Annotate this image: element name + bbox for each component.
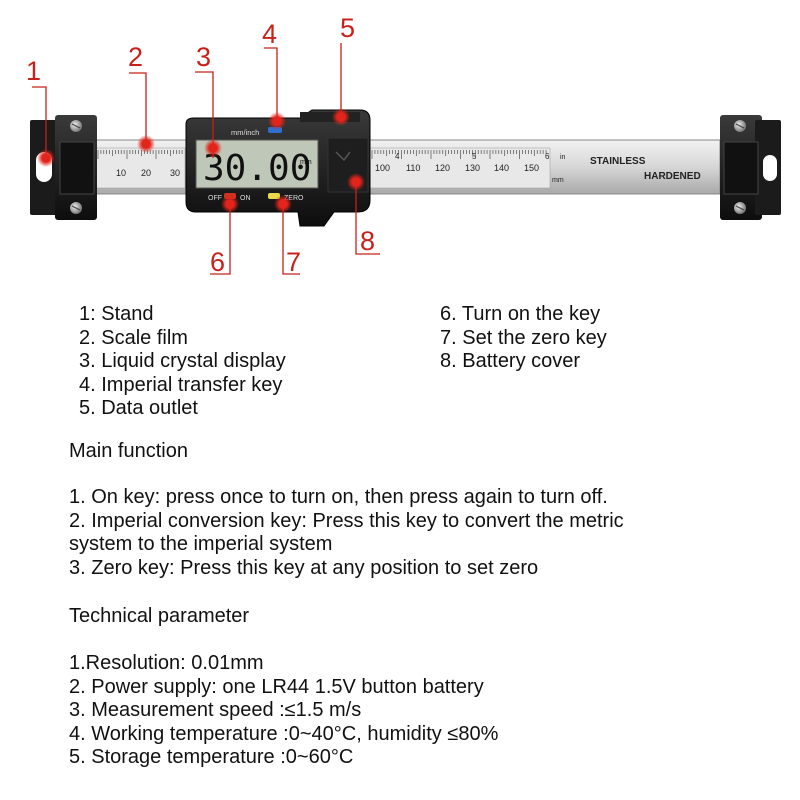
scale-inch-number: 4 xyxy=(395,152,400,161)
scale-number: 10 xyxy=(116,168,126,178)
scale-number: 30 xyxy=(170,168,180,178)
left-stand xyxy=(30,115,97,220)
scale-number: 150 xyxy=(524,163,539,173)
callout-leaders xyxy=(32,43,380,275)
callout-5: 5 xyxy=(340,13,356,43)
callout-7: 7 xyxy=(286,247,302,277)
scale-number: 110 xyxy=(406,163,420,173)
callout-2: 2 xyxy=(128,42,144,72)
scale-number: 20 xyxy=(141,168,151,178)
scale-number: 130 xyxy=(465,163,480,173)
callout-8: 8 xyxy=(360,226,376,256)
callout-3: 3 xyxy=(196,42,212,72)
data-outlet xyxy=(300,112,360,122)
main-function-heading: Main function xyxy=(69,440,188,462)
marker-dot xyxy=(221,195,239,213)
marker-dot xyxy=(274,195,292,213)
scale-unit-in: in xyxy=(560,154,566,161)
marker-dot xyxy=(268,112,286,130)
plate-stainless: STAINLESS xyxy=(590,156,646,167)
part-item: 8. Battery cover xyxy=(440,350,581,372)
part-item: 3. Liquid crystal display xyxy=(79,350,286,372)
technical-line: 3. Measurement speed :≤1.5 m/s xyxy=(69,699,362,721)
scale-number: 100 xyxy=(375,163,390,173)
marker-dot xyxy=(137,135,155,153)
part-item: 1: Stand xyxy=(79,303,154,325)
part-item: 4. Imperial transfer key xyxy=(79,373,283,396)
main-function-line: system to the imperial system xyxy=(69,533,333,555)
lcd-unit: mm xyxy=(300,159,312,166)
technical-line: 1.Resolution: 0.01mm xyxy=(69,652,264,674)
part-item: 5. Data outlet xyxy=(79,397,198,419)
caliper-diagram: 10 20 30 100 110 120 130 140 150 4 5 6 i… xyxy=(0,0,800,290)
lcd-reading: 30.00 xyxy=(203,148,311,189)
callout-1: 1 xyxy=(26,56,42,86)
technical-line: 4. Working temperature :0~40°C, humidity… xyxy=(69,722,499,745)
technical-heading: Technical parameter xyxy=(69,605,250,627)
right-stand xyxy=(720,115,781,220)
marker-dot xyxy=(332,108,350,126)
parts-list-right: 6. Turn on the key 7. Set the zero key 8… xyxy=(440,303,607,374)
main-function-line: 1. On key: press once to turn on, then p… xyxy=(69,486,608,508)
part-item: 2. Scale film xyxy=(79,326,188,349)
on-label: ON xyxy=(240,195,251,202)
callout-markers xyxy=(37,108,365,213)
marker-dot xyxy=(37,149,55,167)
main-function-line: 2. Imperial conversion key: Press this k… xyxy=(69,509,624,532)
part-item: 7. Set the zero key xyxy=(440,326,607,349)
scale-film-left xyxy=(94,147,186,189)
technical-line: 2. Power supply: one LR44 1.5V button ba… xyxy=(69,675,484,698)
scale-film-right xyxy=(369,147,551,189)
parts-list-left: 1: Stand 2. Scale film 3. Liquid crystal… xyxy=(79,303,286,421)
off-label: OFF xyxy=(208,195,222,202)
callout-4: 4 xyxy=(262,19,278,49)
marker-dot xyxy=(347,173,365,191)
callout-6: 6 xyxy=(210,247,226,277)
scale-inch-number: 6 xyxy=(545,152,550,161)
technical-line: 5. Storage temperature :0~60°C xyxy=(69,746,354,768)
scale-number: 120 xyxy=(435,163,450,173)
stand-slot xyxy=(763,155,777,181)
scale-ticks-right xyxy=(371,150,547,159)
marker-dot xyxy=(204,139,222,157)
main-function-line: 3. Zero key: Press this key at any posit… xyxy=(69,556,539,579)
zero-label: ZERO xyxy=(284,195,304,202)
caliper-illustration: 10 20 30 100 110 120 130 140 150 4 5 6 i… xyxy=(30,43,781,275)
plate-hardened: HARDENED xyxy=(644,171,701,182)
scale-inch-number: 5 xyxy=(472,152,477,161)
main-function-list: 1. On key: press once to turn on, then p… xyxy=(69,486,624,580)
scale-unit-mm: mm xyxy=(552,177,564,184)
technical-list: 1.Resolution: 0.01mm 2. Power supply: on… xyxy=(69,652,498,770)
scale-number: 140 xyxy=(494,163,509,173)
mm-inch-label: mm/inch xyxy=(231,128,259,137)
part-item: 6. Turn on the key xyxy=(440,303,601,325)
